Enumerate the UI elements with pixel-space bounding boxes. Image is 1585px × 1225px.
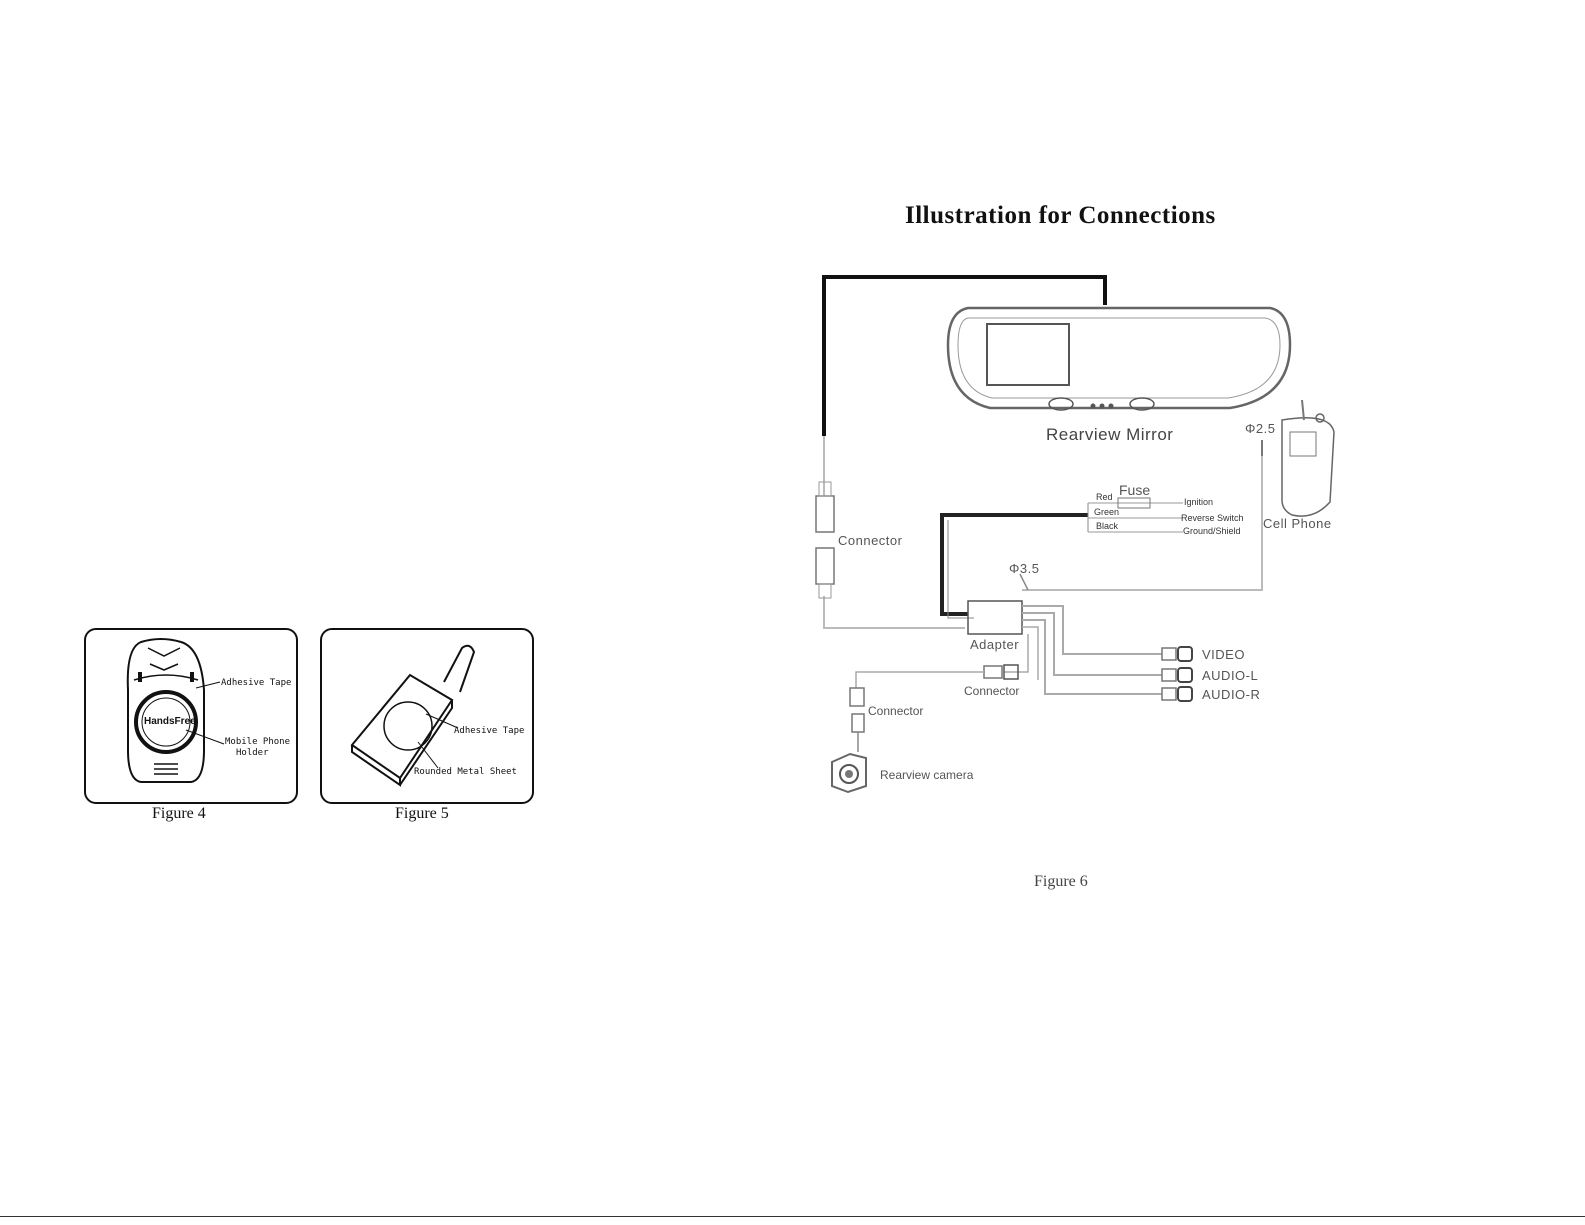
audio-l-label: AUDIO-L: [1202, 668, 1259, 683]
connector-mid-label: Connector: [964, 684, 1020, 698]
reverse-switch-label: Reverse Switch: [1181, 513, 1244, 523]
ground-shield-label: Ground/Shield: [1183, 526, 1241, 536]
figure-4-frame: HandsFree Adhesive Tape Mobile Phone Hol…: [84, 628, 298, 804]
holder-badge-label: HandsFree: [144, 716, 196, 727]
wire-green-label: Green: [1094, 507, 1120, 517]
connector-camera-label: Connector: [868, 704, 924, 718]
page-bottom-rule: [0, 1216, 1585, 1217]
page-title: Illustration for Connections: [905, 202, 1216, 229]
jack-3-5-label: Φ3.5: [1009, 561, 1040, 576]
wire-red-label: Red: [1096, 492, 1113, 502]
jack-2-5-label: Φ2.5: [1245, 421, 1276, 436]
rounded-metal-sheet-label: Rounded Metal Sheet: [414, 767, 517, 777]
figure-4-caption: Figure 4: [152, 805, 206, 822]
cell-phone-label: Cell Phone: [1263, 516, 1332, 531]
mobile-phone-holder-label-line2: Holder: [236, 748, 269, 758]
ignition-label: Ignition: [1184, 497, 1214, 507]
rearview-camera-label: Rearview camera: [880, 768, 974, 782]
rearview-mirror-label: Rearview Mirror: [1046, 425, 1174, 444]
wire-black-label: Black: [1096, 521, 1119, 531]
phone-holder-illustration: [126, 638, 225, 783]
adhesive-tape-label-fig5: Adhesive Tape: [454, 726, 525, 736]
phone-back-illustration: [350, 644, 476, 787]
figure-5-frame: Adhesive Tape Rounded Metal Sheet: [320, 628, 534, 804]
audio-r-label: AUDIO-R: [1202, 687, 1261, 702]
figure-5-caption: Figure 5: [395, 805, 449, 822]
video-label: VIDEO: [1202, 647, 1245, 662]
adapter-label: Adapter: [970, 637, 1020, 652]
mobile-phone-holder-label: Mobile Phone: [225, 737, 291, 747]
adhesive-tape-label: Adhesive Tape: [221, 678, 292, 688]
fuse-label: Fuse: [1119, 482, 1151, 498]
figure-6-caption: Figure 6: [1034, 873, 1088, 890]
connector-top-label: Connector: [838, 533, 903, 548]
